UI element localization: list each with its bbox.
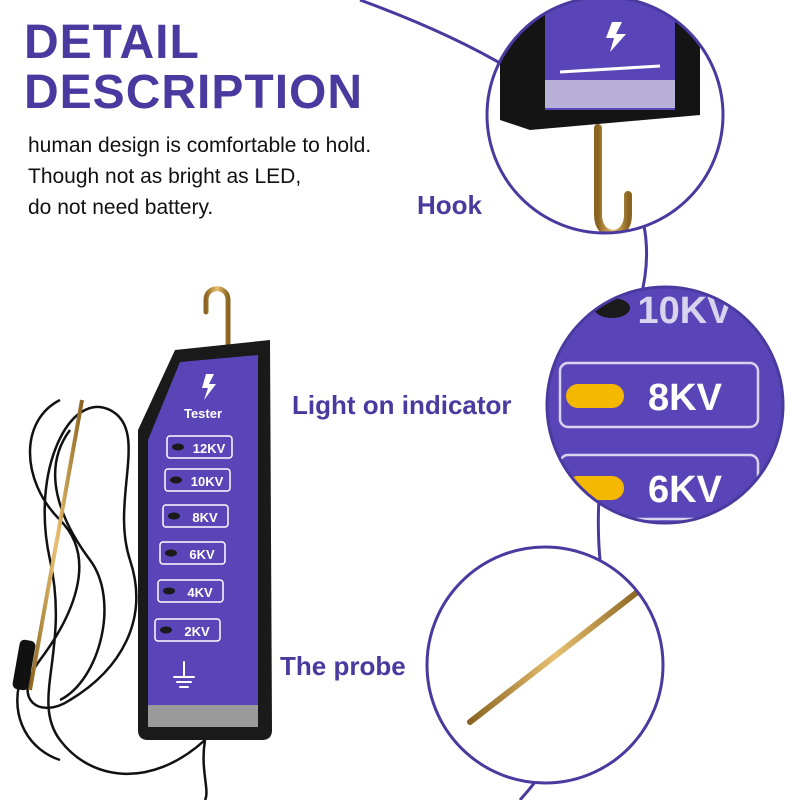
title-line: DESCRIPTION xyxy=(24,66,364,119)
zoom-circle-indicator: 10KV 8KV 6KV xyxy=(545,285,785,525)
tester-panel xyxy=(148,355,258,705)
zoom-level: 6KV xyxy=(648,469,723,511)
intro-line: do not need battery. xyxy=(28,196,214,219)
zoom-circle-hook xyxy=(485,0,725,235)
callout-hook: Hook xyxy=(417,190,482,220)
callout-indicator: Light on indicator xyxy=(292,390,512,420)
tester-level: 12KV xyxy=(193,441,226,456)
tester-level: 6KV xyxy=(189,547,215,562)
title-line: DETAIL xyxy=(24,16,200,69)
probe-handle xyxy=(12,639,36,691)
zoom-circle-probe xyxy=(425,545,665,785)
zoom-level: 10KV xyxy=(637,290,733,332)
tester-level-indicators: 12KV 10KV 8KV 6KV 4KV 2KV xyxy=(154,435,233,642)
callout-probe: The probe xyxy=(280,651,406,681)
page-title: DETAIL DESCRIPTION xyxy=(24,18,363,118)
tester-level: 8KV xyxy=(192,510,218,525)
tester-level: 4KV xyxy=(187,585,213,600)
zoom-level: 8KV xyxy=(648,377,723,419)
tester-hook xyxy=(203,286,231,353)
ground-icon xyxy=(173,661,195,688)
intro-text: human design is comfortable to hold. Tho… xyxy=(28,130,371,223)
probe-rod xyxy=(28,399,84,691)
tester-label: Tester xyxy=(184,406,222,421)
lightning-icon xyxy=(202,374,216,400)
intro-line: human design is comfortable to hold. xyxy=(28,134,372,157)
lamp-on xyxy=(566,384,624,408)
lightning-icon xyxy=(606,22,626,52)
lead-wire xyxy=(16,398,208,800)
intro-line: Though not as bright as LED, xyxy=(28,165,302,188)
tester-level: 10KV xyxy=(191,474,224,489)
tester-level: 2KV xyxy=(184,624,210,639)
